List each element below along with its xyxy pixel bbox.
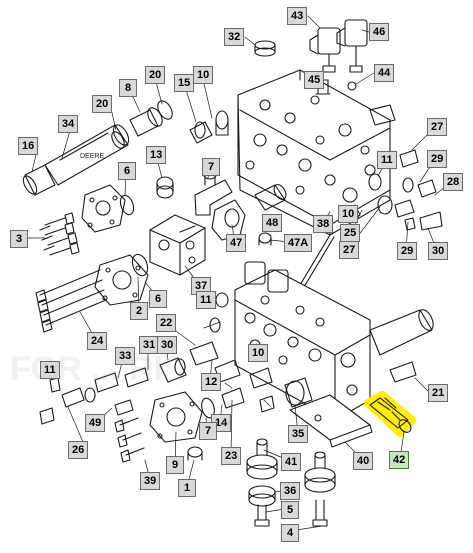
callout-44[interactable]: 44: [374, 64, 395, 82]
callout-11-b[interactable]: 11: [196, 291, 216, 309]
callout-1[interactable]: 1: [178, 479, 196, 497]
callout-6-b[interactable]: 6: [149, 290, 167, 308]
fitting-8: [129, 107, 163, 137]
callout-3[interactable]: 3: [10, 230, 28, 248]
flange-9: [149, 391, 203, 443]
callout-15[interactable]: 15: [174, 74, 195, 92]
callout-5[interactable]: 5: [281, 501, 299, 519]
svg-text:DEERE: DEERE: [80, 153, 104, 160]
watermark-text: FOR ... RI: [10, 350, 163, 388]
bolts-3: [39, 212, 80, 256]
callout-27-b[interactable]: 27: [339, 241, 360, 259]
mount-right: [304, 451, 336, 493]
mount-upper: [246, 438, 278, 480]
callout-40[interactable]: 40: [353, 452, 374, 470]
callout-16[interactable]: 16: [18, 137, 39, 155]
orings-20: [111, 100, 173, 149]
callout-30-a[interactable]: 30: [428, 242, 449, 260]
flange-7: [81, 184, 126, 233]
elbow-fitting-7: [194, 170, 233, 216]
callout-37[interactable]: 37: [191, 277, 212, 295]
callout-41[interactable]: 41: [281, 453, 302, 471]
callout-22[interactable]: 22: [156, 314, 177, 332]
bolts-4-5: [254, 499, 328, 527]
bolts-24: [35, 269, 107, 333]
callout-2[interactable]: 2: [130, 302, 148, 320]
plug-13: [156, 176, 174, 199]
bolts-39: [114, 417, 145, 463]
plug-32: [254, 40, 276, 57]
callout-34[interactable]: 34: [58, 115, 79, 133]
callout-20-b[interactable]: 20: [92, 95, 113, 113]
callout-27-a[interactable]: 27: [427, 118, 448, 136]
fitting-48: [254, 184, 287, 211]
callout-39[interactable]: 39: [140, 472, 161, 490]
callout-10-a[interactable]: 10: [193, 66, 214, 84]
solenoid-21: [369, 309, 434, 383]
ball-44: [347, 81, 357, 91]
callout-31[interactable]: 31: [139, 336, 160, 354]
callout-35[interactable]: 35: [288, 425, 309, 443]
fitting-10-top: [215, 110, 229, 136]
callout-42-highlighted[interactable]: 42: [389, 451, 410, 469]
callout-26[interactable]: 26: [68, 441, 89, 459]
callout-8[interactable]: 8: [119, 79, 137, 97]
callout-6-a[interactable]: 6: [118, 162, 136, 180]
oring-6-top: [119, 194, 135, 216]
callout-32[interactable]: 32: [224, 28, 245, 46]
callout-30-b[interactable]: 30: [157, 336, 178, 354]
callout-23[interactable]: 23: [221, 447, 242, 465]
callout-25[interactable]: 25: [340, 224, 361, 242]
fitting-30-lower: [159, 357, 187, 383]
callout-13[interactable]: 13: [146, 146, 167, 164]
mount-lower: [248, 485, 276, 507]
solenoids-lower: [244, 261, 289, 293]
callout-45[interactable]: 45: [304, 71, 325, 89]
callout-4[interactable]: 4: [281, 524, 299, 542]
callout-43[interactable]: 43: [287, 7, 308, 25]
callout-21[interactable]: 21: [428, 384, 449, 402]
callout-24[interactable]: 24: [87, 332, 108, 350]
control-lever: [299, 234, 335, 288]
oring-2: [131, 253, 149, 277]
callout-28[interactable]: 28: [443, 173, 464, 191]
callout-48[interactable]: 48: [262, 214, 283, 232]
plug-47a: [258, 232, 272, 246]
plug-1: [187, 446, 203, 461]
solenoid-43: [309, 27, 341, 73]
callout-9[interactable]: 9: [166, 456, 184, 474]
callout-33[interactable]: 33: [115, 347, 136, 365]
callout-7-a[interactable]: 7: [202, 158, 220, 176]
callout-12[interactable]: 12: [201, 373, 222, 391]
callout-46[interactable]: 46: [369, 23, 390, 41]
callout-47a[interactable]: 47A: [284, 234, 313, 252]
callout-29-a[interactable]: 29: [427, 150, 448, 168]
callout-49[interactable]: 49: [85, 414, 106, 432]
cylinder-34: DEERE: [44, 124, 130, 186]
oring-7-lower: [201, 397, 215, 419]
plate-40: [289, 394, 373, 448]
highlighted-fitting-42: [364, 391, 416, 437]
fittings-33: [84, 367, 149, 416]
fitting-16: [22, 164, 56, 196]
solenoid-46: [336, 19, 368, 73]
fitting-15: [189, 121, 213, 144]
block-37: [149, 214, 206, 276]
upper-valve-block: [237, 69, 391, 236]
callout-20-a[interactable]: 20: [145, 66, 166, 84]
callout-29-b[interactable]: 29: [397, 242, 418, 260]
callout-47[interactable]: 47: [226, 234, 247, 252]
callout-10-b[interactable]: 10: [338, 205, 359, 223]
callout-38[interactable]: 38: [313, 215, 334, 233]
callout-7-b[interactable]: 7: [199, 422, 217, 440]
flange-6: [94, 254, 149, 306]
callout-36[interactable]: 36: [280, 482, 301, 500]
callout-11-c[interactable]: 11: [40, 361, 60, 379]
callout-11-a[interactable]: 11: [377, 151, 397, 169]
callout-10-c[interactable]: 10: [248, 344, 269, 362]
